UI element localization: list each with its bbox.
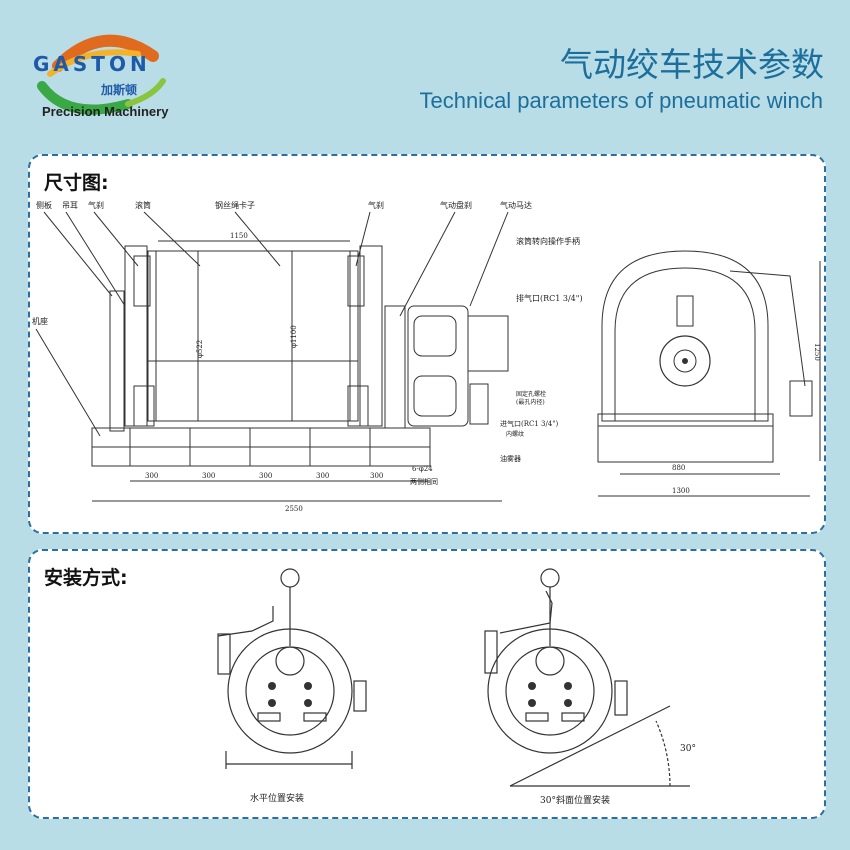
dimension-drawing: 侧板 吊耳 气刹 滚筒 钢丝绳卡子 气刹 气动盘刹 气动马达 滚筒转向操作手柄 … bbox=[32, 200, 821, 513]
angle-label: 30° bbox=[680, 744, 696, 754]
callout-inlet-port: 进气口(RC1 3/4") bbox=[500, 419, 559, 428]
dim-width-inner: 880 bbox=[672, 464, 685, 472]
incline-caption: 30°斜面位置安装 bbox=[540, 794, 610, 806]
dim-spacing-2: 300 bbox=[202, 472, 215, 480]
callout-lifting-lug: 吊耳 bbox=[62, 201, 78, 210]
dimensions-title: 尺寸图: bbox=[44, 172, 109, 194]
callout-air-motor: 气动马达 bbox=[500, 200, 532, 210]
dim-drum-diameter: φ522 bbox=[196, 340, 204, 358]
dim-spacing-5: 300 bbox=[370, 472, 383, 480]
install-drawing: 30° 水平位置安装 30°斜面位置安装 bbox=[217, 568, 696, 806]
install-title: 安装方式: bbox=[44, 567, 128, 589]
callout-exhaust-port: 排气口(RC1 3/4") bbox=[516, 293, 583, 303]
dim-drum-length: 1150 bbox=[230, 232, 248, 240]
callout-inlet-port-sub: 内螺纹 bbox=[506, 430, 524, 438]
brand-logo bbox=[37, 34, 166, 115]
callout-drum-handle: 滚筒转向操作手柄 bbox=[516, 236, 580, 246]
dim-total-length: 2550 bbox=[285, 505, 303, 513]
inclined-mount-figure bbox=[484, 568, 690, 787]
callout-side-plate: 侧板 bbox=[36, 200, 52, 210]
callout-rope-clamp: 钢丝绳卡子 bbox=[215, 200, 255, 210]
brand-name-cn: 加斯顿 bbox=[101, 83, 138, 97]
callout-air-brake-left: 气刹 bbox=[88, 200, 104, 210]
dim-spacing-1: 300 bbox=[145, 472, 158, 480]
callout-mount-hole: 固定孔螺栓 bbox=[516, 390, 546, 398]
dim-flange-diameter: φ1100 bbox=[290, 325, 298, 348]
horizontal-caption: 水平位置安装 bbox=[250, 792, 304, 804]
callout-oil-mist: 油雾器 bbox=[500, 454, 521, 463]
page-title-cn: 气动绞车技术参数 bbox=[560, 45, 824, 84]
dim-width-total: 1300 bbox=[672, 487, 690, 495]
dimensions-panel: 尺寸图: bbox=[28, 154, 826, 534]
dim-spacing-4: 300 bbox=[316, 472, 329, 480]
dim-holes: 6-φ24 bbox=[412, 465, 433, 473]
brand-tagline: Precision Machinery bbox=[42, 104, 169, 119]
callout-base: 机座 bbox=[32, 316, 48, 326]
page-title-en: Technical parameters of pneumatic winch bbox=[419, 88, 823, 113]
callout-air-disc-brake: 气动盘刹 bbox=[440, 200, 472, 210]
callout-mount-hole-sub: (最孔内径) bbox=[516, 398, 545, 406]
dim-spacing-3: 300 bbox=[259, 472, 272, 480]
dim-height-total: 1250 bbox=[813, 343, 821, 361]
brand-name: GASTON bbox=[33, 52, 151, 76]
callout-air-brake-right: 气刹 bbox=[368, 200, 384, 210]
dim-holes-note: 两侧相同 bbox=[410, 477, 438, 486]
horizontal-mount-figure bbox=[217, 568, 367, 769]
callout-drum: 滚筒 bbox=[135, 200, 151, 210]
install-panel: 安装方式: bbox=[28, 549, 826, 819]
